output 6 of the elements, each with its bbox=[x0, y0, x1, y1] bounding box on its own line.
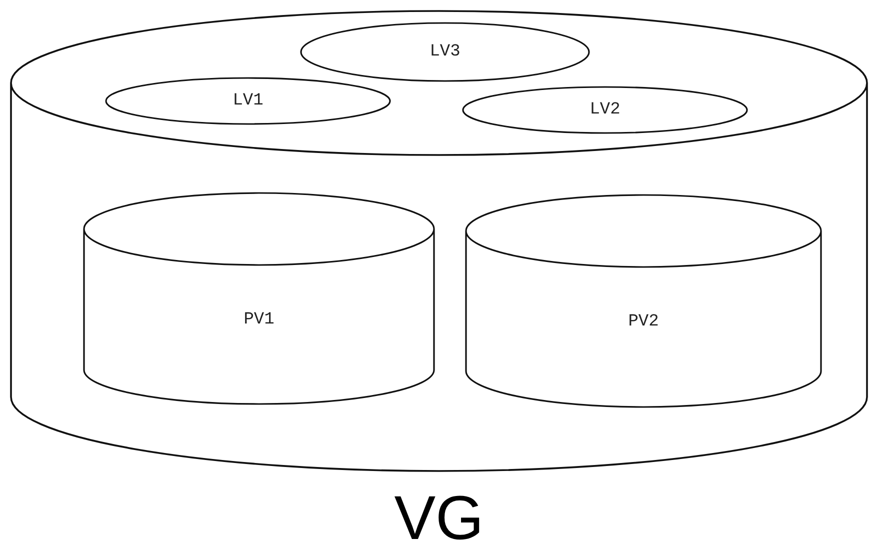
volume-label: VG bbox=[394, 488, 484, 548]
volume-label: LV3 bbox=[430, 42, 460, 62]
volume-label: LV2 bbox=[590, 100, 620, 120]
volume-label: PV2 bbox=[628, 312, 659, 332]
volume-label: LV1 bbox=[232, 92, 264, 110]
volume-label: PV1 bbox=[244, 310, 274, 330]
